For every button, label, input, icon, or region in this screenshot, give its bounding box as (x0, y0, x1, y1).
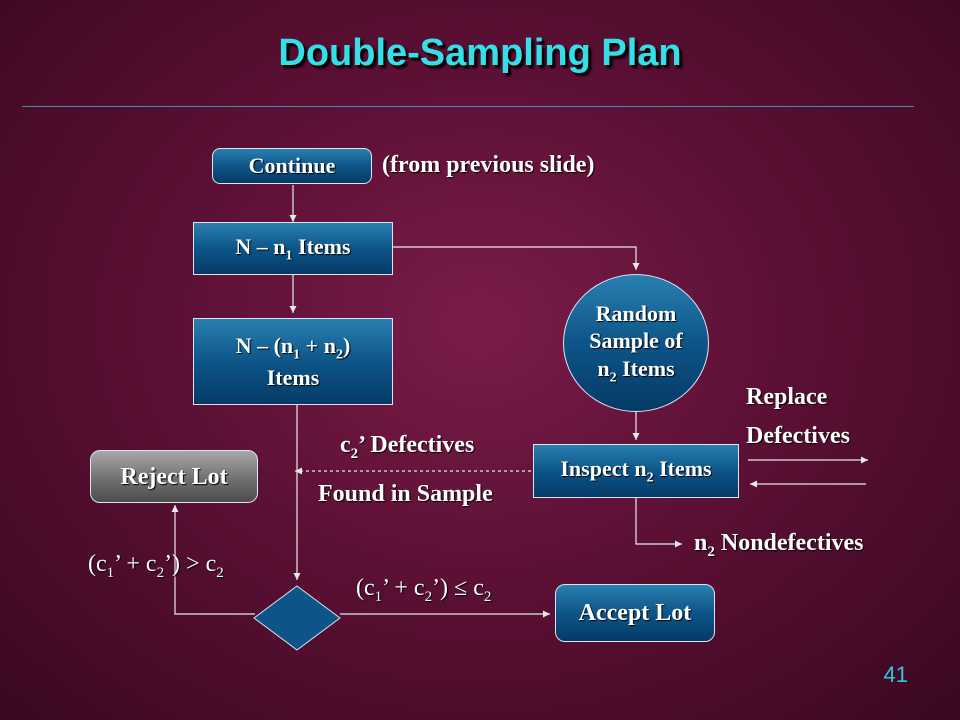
nondefectives-label: n2 Nondefectives (694, 530, 864, 560)
random-sample-line2: Sample of (589, 328, 683, 354)
accept-condition-label: (c1’ + c2’) ≤ c2 (356, 575, 492, 605)
remaining-items-box: N – (n1 + n2) Items (193, 318, 393, 405)
found-in-sample-label: Found in Sample (318, 481, 493, 507)
replace-label: Replace (746, 384, 828, 410)
n-minus-n1-label: N – n1 Items (235, 233, 351, 263)
from-previous-label: (from previous slide) (382, 152, 595, 178)
random-sample-line3: n2 Items (597, 355, 675, 385)
continue-label: Continue (248, 153, 336, 179)
accept-lot-box: Accept Lot (555, 584, 715, 642)
title-divider (22, 106, 914, 107)
reject-lot-label: Reject Lot (120, 463, 228, 490)
continue-box: Continue (212, 148, 372, 184)
slide-title: Double-Sampling Plan (278, 32, 682, 74)
decision-diamond (253, 585, 341, 651)
slide-number: 41 (883, 662, 908, 687)
arrow-to-random-sample (393, 246, 640, 270)
remaining-items-line2: Items (266, 364, 320, 390)
remaining-items-line1: N – (n1 + n2) (235, 332, 351, 363)
inspect-box: Inspect n2 Items (533, 444, 739, 498)
arrow-to-reject (171, 505, 255, 615)
reject-lot-box: Reject Lot (90, 450, 258, 503)
inspect-label: Inspect n2 Items (560, 456, 712, 486)
accept-lot-label: Accept Lot (578, 600, 692, 626)
n-minus-n1-box: N – n1 Items (193, 222, 393, 275)
reject-condition-label: (c1’ + c2’) > c2 (88, 551, 224, 581)
defectives-label: Defectives (746, 423, 850, 449)
c2-defectives-label: c2’ Defectives (340, 432, 475, 462)
random-sample-circle: Random Sample of n2 Items (563, 274, 709, 412)
arrow-to-nondefectives (635, 498, 682, 548)
random-sample-line1: Random (595, 300, 677, 326)
